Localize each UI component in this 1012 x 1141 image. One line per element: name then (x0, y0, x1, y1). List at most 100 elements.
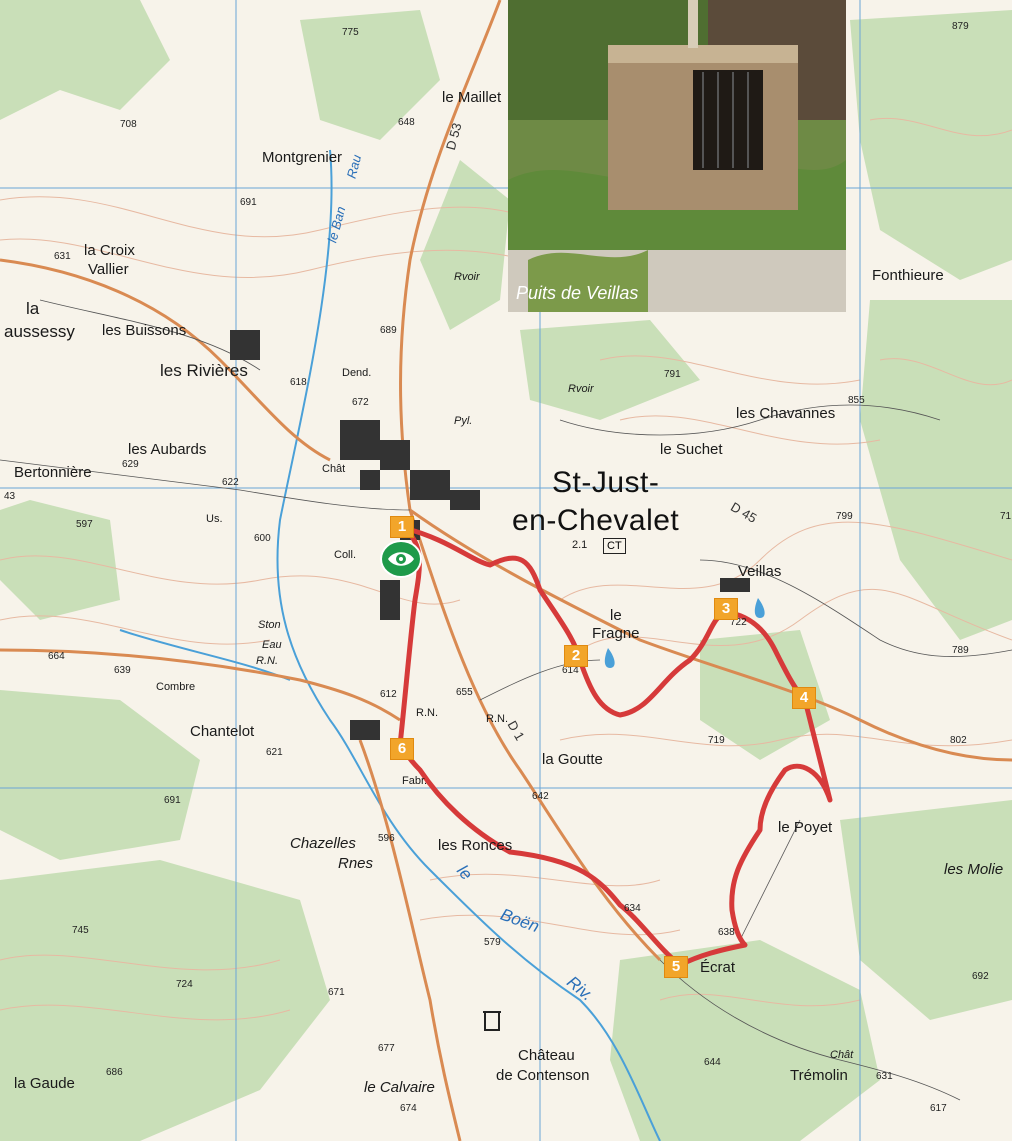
place-bertonniere: Bertonnière (14, 464, 92, 481)
altitude-596: 596 (378, 833, 395, 844)
altitude-722: 722 (730, 617, 747, 628)
altitude-672: 672 (352, 397, 369, 408)
place-rn3: R.N. (256, 655, 278, 667)
place-chazelles: Chazelles (290, 835, 356, 852)
place-aussessy: aussessy (4, 322, 75, 341)
altitude-644: 644 (704, 1057, 721, 1068)
altitude-719: 719 (708, 735, 725, 746)
place-le: le (610, 607, 622, 624)
place-ecrat: Écrat (700, 959, 736, 976)
place-rvoir2: Rvoir (568, 383, 594, 395)
place-fabr: Fabr. (402, 775, 428, 787)
altitude-671: 671 (328, 987, 345, 998)
altitude-631b: 631 (876, 1071, 893, 1082)
chateau-icon (483, 1011, 501, 1031)
place-pyl: Pyl. (454, 415, 473, 427)
place-la-gaude: la Gaude (14, 1075, 75, 1092)
place-chat-tremolin: Chât (830, 1049, 854, 1061)
photo-caption: Puits de Veillas (516, 283, 639, 303)
altitude-692: 692 (972, 971, 989, 982)
altitude-617: 617 (930, 1103, 947, 1114)
altitude-674: 674 (400, 1103, 417, 1114)
place-les-rivieres: les Rivières (160, 361, 248, 380)
place-le-suchet: le Suchet (660, 441, 723, 458)
place-rvoir1: Rvoir (454, 271, 480, 283)
place-veillas: Veillas (738, 563, 782, 580)
place-coll: Coll. (334, 549, 357, 561)
viewpoint-eye-icon (380, 540, 422, 578)
photo-inset: Puits de Veillas (508, 0, 846, 312)
place-de-contenson: de Contenson (496, 1067, 590, 1084)
place-dend: Dend. (342, 367, 372, 379)
place-fonthieure: Fonthieure (872, 267, 944, 284)
place-la-goutte: la Goutte (542, 751, 603, 768)
altitude-724: 724 (176, 979, 193, 990)
place-chateau: Château (518, 1047, 575, 1064)
altitude-612: 612 (380, 689, 397, 700)
altitude-43: 43 (4, 491, 16, 502)
altitude-622: 622 (222, 477, 239, 488)
place-tremolin: Trémolin (790, 1067, 848, 1084)
puits-photo (508, 0, 846, 312)
place-le-maillet: le Maillet (442, 89, 502, 106)
altitude-629: 629 (122, 459, 139, 470)
place-rn: R.N. (486, 713, 508, 725)
place-la: la (26, 299, 40, 318)
place-les-aubards: les Aubards (128, 441, 207, 458)
waypoint-5: 5 (664, 956, 688, 978)
place-chantelot: Chantelot (190, 723, 255, 740)
altitude-642: 642 (532, 791, 549, 802)
place-les-buissons: les Buissons (102, 322, 187, 339)
altitude-686: 686 (106, 1067, 123, 1078)
altitude-664: 664 (48, 651, 65, 662)
waypoint-6: 6 (390, 738, 414, 760)
altitude-677: 677 (378, 1043, 395, 1054)
place-le-poyet: le Poyet (778, 819, 833, 836)
altitude-655: 655 (456, 687, 473, 698)
altitude-618: 618 (290, 377, 307, 388)
place-rnes: Rnes (338, 855, 374, 872)
altitude-775: 775 (342, 27, 359, 38)
place-montgrenier: Montgrenier (262, 149, 343, 166)
altitude-579: 579 (484, 937, 501, 948)
altitude-631: 631 (54, 251, 71, 262)
waypoint-4: 4 (792, 687, 816, 709)
place-les-chavannes: les Chavannes (736, 405, 836, 422)
altitude-621: 621 (266, 747, 283, 758)
altitude-689: 689 (380, 325, 397, 336)
place-eau: Eau (262, 639, 282, 651)
place-us: Us. (206, 513, 223, 525)
waypoint-1: 1 (390, 516, 414, 538)
altitude-638: 638 (718, 927, 735, 938)
altitude-614: 614 (562, 665, 579, 676)
waypoint-3: 3 (714, 598, 738, 620)
altitude-691b: 691 (164, 795, 181, 806)
place-fragne: Fragne (592, 625, 640, 642)
altitude-691: 691 (240, 197, 257, 208)
altitude-639: 639 (114, 665, 131, 676)
hiking-route (397, 525, 833, 968)
place-les-ronces: les Ronces (438, 837, 513, 854)
place-vallier: Vallier (88, 261, 129, 278)
town-name-line2: en-Chevalet (512, 504, 680, 537)
ct-badge: CT (603, 538, 626, 554)
altitude-600: 600 (254, 533, 271, 544)
place-rn2: R.N. (416, 707, 438, 719)
place-combre: Combre (156, 681, 196, 693)
spring-markers (604, 598, 765, 668)
altitude-634: 634 (624, 903, 641, 914)
place-ston: Ston (258, 619, 281, 631)
altitude-648: 648 (398, 117, 415, 128)
altitude-597: 597 (76, 519, 93, 530)
place-chat: Chât (322, 463, 346, 475)
altitude-745: 745 (72, 925, 89, 936)
town-code: 2.1 (572, 539, 588, 551)
place-les-molie: les Molie (944, 861, 1004, 878)
place-le-calvaire: le Calvaire (364, 1079, 435, 1096)
altitude-71: 71 (1000, 511, 1012, 522)
waypoint-2: 2 (564, 645, 588, 667)
altitude-799: 799 (836, 511, 853, 522)
